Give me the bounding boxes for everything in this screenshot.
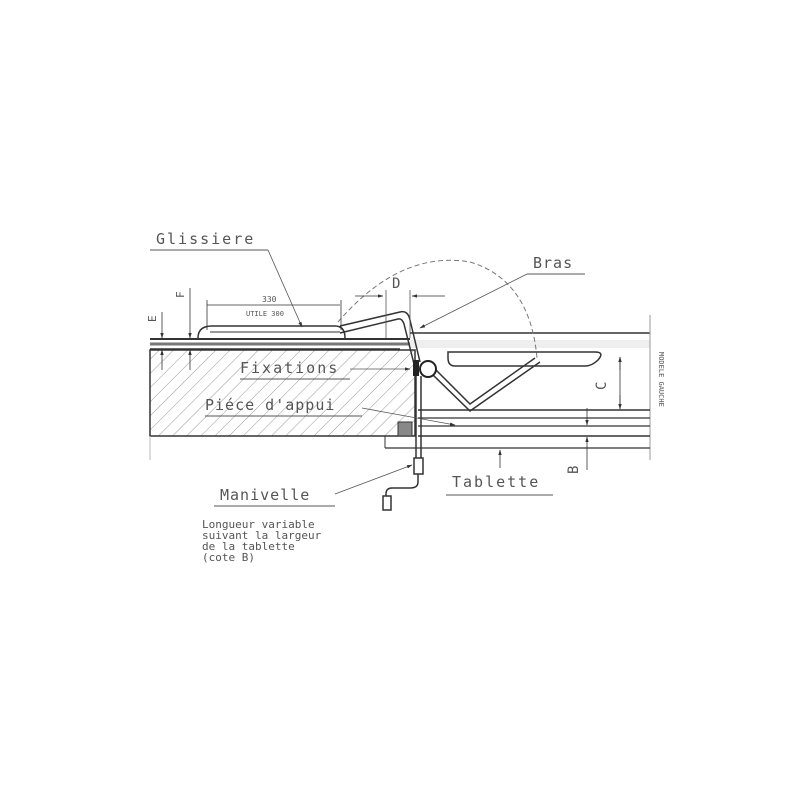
dimension-b: B — [498, 408, 589, 474]
svg-text:Longueur variable: Longueur variable — [202, 518, 315, 531]
swing-arc — [337, 259, 538, 359]
manivelle-crank — [382, 376, 424, 511]
dimension-e-f: E F — [146, 288, 192, 370]
glissiere-slide — [197, 325, 346, 339]
piece-appui-block — [397, 421, 413, 437]
label-glissiere: Glissiere — [150, 230, 303, 328]
exterior-lines — [384, 315, 651, 460]
dimension-d: D — [355, 276, 445, 338]
svg-text:MODELE GAUCHE: MODELE GAUCHE — [657, 352, 665, 407]
svg-text:Glissiere: Glissiere — [156, 230, 255, 248]
svg-text:330: 330 — [262, 295, 277, 304]
svg-text:F: F — [174, 291, 187, 298]
label-piece-appui: Piéce d'appui — [205, 396, 456, 426]
label-modele: MODELE GAUCHE — [657, 352, 665, 407]
label-bras: Bras — [419, 254, 585, 329]
pivot-icon — [419, 360, 437, 378]
dimension-c: C — [594, 356, 622, 410]
sill-structure — [149, 338, 416, 460]
svg-text:B: B — [566, 466, 582, 474]
svg-text:Manivelle: Manivelle — [220, 486, 310, 504]
svg-text:suivant la largeur: suivant la largeur — [202, 529, 322, 542]
svg-text:E: E — [146, 315, 159, 322]
svg-text:Tablette: Tablette — [452, 473, 540, 491]
svg-text:UTILE 300: UTILE 300 — [246, 310, 284, 318]
svg-text:(cote B): (cote B) — [202, 551, 255, 564]
label-fixations: Fixations — [240, 359, 411, 380]
label-manivelle: Manivelle — [214, 464, 413, 507]
svg-text:de la tablette: de la tablette — [202, 540, 295, 553]
svg-text:Bras: Bras — [533, 254, 573, 272]
svg-text:D: D — [392, 276, 400, 292]
dimension-330: 330 UTILE 300 — [206, 295, 342, 330]
tablette-stowed — [447, 351, 602, 367]
svg-text:C: C — [594, 382, 610, 390]
svg-text:Fixations: Fixations — [240, 359, 339, 377]
label-tablette: Tablette — [446, 473, 553, 496]
note-manivelle-length: Longueur variable suivant la largeur de … — [202, 518, 322, 564]
svg-text:Piéce d'appui: Piéce d'appui — [205, 396, 335, 414]
masonry-section — [149, 349, 416, 437]
